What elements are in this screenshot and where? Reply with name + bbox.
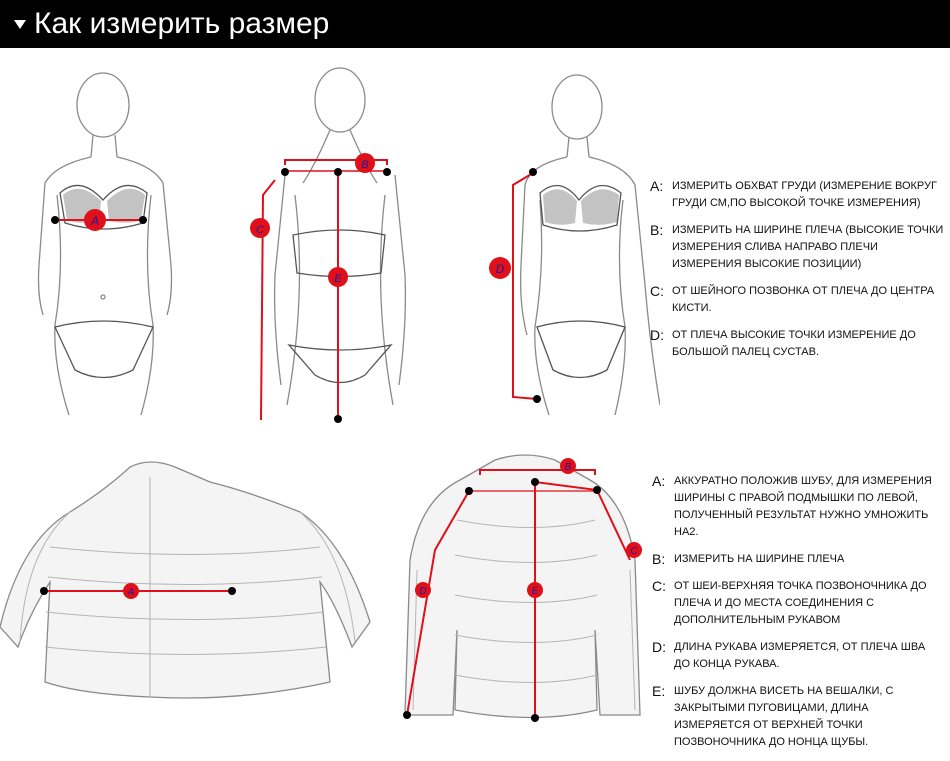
legend-text: ОТ ПЛЕЧА ВЫСОКИЕ ТОЧКИ ИЗМЕРЕНИЕ ДО БОЛЬ… [672, 329, 916, 358]
figure-coat-measure: B C D E [403, 454, 642, 722]
legend-key: D: [652, 639, 666, 655]
legend-item-coat-b: B: ИЗМЕРИТЬ НА ШИРИНЕ ПЛЕЧА [652, 551, 944, 568]
marker-coat-d-label: D [419, 586, 426, 597]
marker-b-label: B [361, 159, 368, 171]
legend-key: B: [650, 222, 664, 238]
marker-coat-a [123, 583, 139, 599]
legend-text: ИЗМЕРИТЬ НА ШИРИНЕ ПЛЕЧА (ВЫСОКИЕ ТОЧКИ … [672, 224, 944, 270]
legend-item-coat-e: E: ШУБУ ДОЛЖНА ВИСЕТЬ НА ВЕШАЛКИ, С ЗАКР… [652, 683, 944, 751]
legend-key: A: [650, 178, 664, 194]
legend-key: C: [650, 283, 664, 299]
legend-item-a: A: ИЗМЕРИТЬ ОБХВАТ ГРУДИ (ИЗМЕРЕНИЕ ВОКР… [650, 178, 945, 212]
legend-text: ИЗМЕРИТЬ ОБХВАТ ГРУДИ (ИЗМЕРЕНИЕ ВОКРУГ … [672, 180, 937, 209]
marker-d-label: D [496, 262, 505, 276]
legend-item-c: C: ОТ ШЕЙНОГО ПОЗВОНКА ОТ ПЛЕЧА ДО ЦЕНТР… [650, 283, 945, 317]
marker-a-label: A [90, 214, 99, 228]
legend-key: A: [652, 473, 666, 489]
triangle-down-icon [14, 19, 26, 29]
legend-item-b: B: ИЗМЕРИТЬ НА ШИРИНЕ ПЛЕЧА (ВЫСОКИЕ ТОЧ… [650, 222, 945, 273]
legend-item-coat-d: D: ДЛИНА РУКАВА ИЗМЕРЯЕТСЯ, ОТ ПЛЕЧА ШВА… [652, 639, 944, 673]
figure-back-measure: B C E [250, 67, 407, 423]
coat-legend: A: АККУРАТНО ПОЛОЖИВ ШУБУ, ДЛЯ ИЗМЕРЕНИЯ… [652, 473, 944, 761]
marker-coat-c [626, 542, 642, 558]
marker-coat-e [527, 582, 543, 598]
marker-c-label: C [256, 224, 264, 236]
marker-coat-b-label: B [565, 462, 572, 473]
legend-key: D: [650, 327, 664, 343]
legend-text: ОТ ШЕЙНОГО ПОЗВОНКА ОТ ПЛЕЧА ДО ЦЕНТРА К… [672, 285, 935, 314]
marker-a [84, 209, 106, 231]
legend-item-coat-c: C: ОТ ШЕИ-ВЕРХНЯЯ ТОЧКА ПОЗВОНОЧНИКА ДО … [652, 578, 944, 629]
page-title: Как измерить размер [34, 7, 330, 40]
legend-text: ШУБУ ДОЛЖНА ВИСЕТЬ НА ВЕШАЛКИ, С ЗАКРЫТЫ… [674, 685, 894, 748]
legend-item-d: D: ОТ ПЛЕЧА ВЫСОКИЕ ТОЧКИ ИЗМЕРЕНИЕ ДО Б… [650, 327, 945, 361]
figure-front-chest: A [37, 72, 173, 416]
legend-text: ДЛИНА РУКАВА ИЗМЕРЯЕТСЯ, ОТ ПЛЕЧА ШВА ДО… [674, 641, 926, 670]
legend-text: ИЗМЕРИТЬ НА ШИРИНЕ ПЛЕЧА [674, 553, 845, 565]
marker-e-label: E [334, 273, 342, 285]
page-header: Как измерить размер [0, 0, 950, 48]
marker-coat-d [415, 582, 431, 598]
marker-d [489, 257, 511, 279]
marker-c [250, 218, 270, 238]
marker-b [355, 153, 375, 173]
legend-text: ОТ ШЕИ-ВЕРХНЯЯ ТОЧКА ПОЗВОНОЧНИКА ДО ПЛЕ… [674, 580, 927, 626]
legend-item-coat-a: A: АККУРАТНО ПОЛОЖИВ ШУБУ, ДЛЯ ИЗМЕРЕНИЯ… [652, 473, 944, 541]
marker-e [328, 267, 348, 287]
figure-arm-length: D [489, 74, 660, 416]
marker-coat-e-label: E [532, 586, 539, 597]
marker-coat-b [560, 458, 576, 474]
legend-key: C: [652, 578, 666, 594]
marker-coat-c-label: C [630, 546, 638, 557]
legend-key: B: [652, 551, 666, 567]
marker-coat-a-label: A [127, 587, 135, 598]
legend-key: E: [652, 683, 666, 699]
legend-text: АККУРАТНО ПОЛОЖИВ ШУБУ, ДЛЯ ИЗМЕРЕНИЯ ШИ… [674, 475, 932, 538]
body-legend: A: ИЗМЕРИТЬ ОБХВАТ ГРУДИ (ИЗМЕРЕНИЕ ВОКР… [650, 178, 945, 371]
figure-coat-width: A [0, 461, 371, 699]
